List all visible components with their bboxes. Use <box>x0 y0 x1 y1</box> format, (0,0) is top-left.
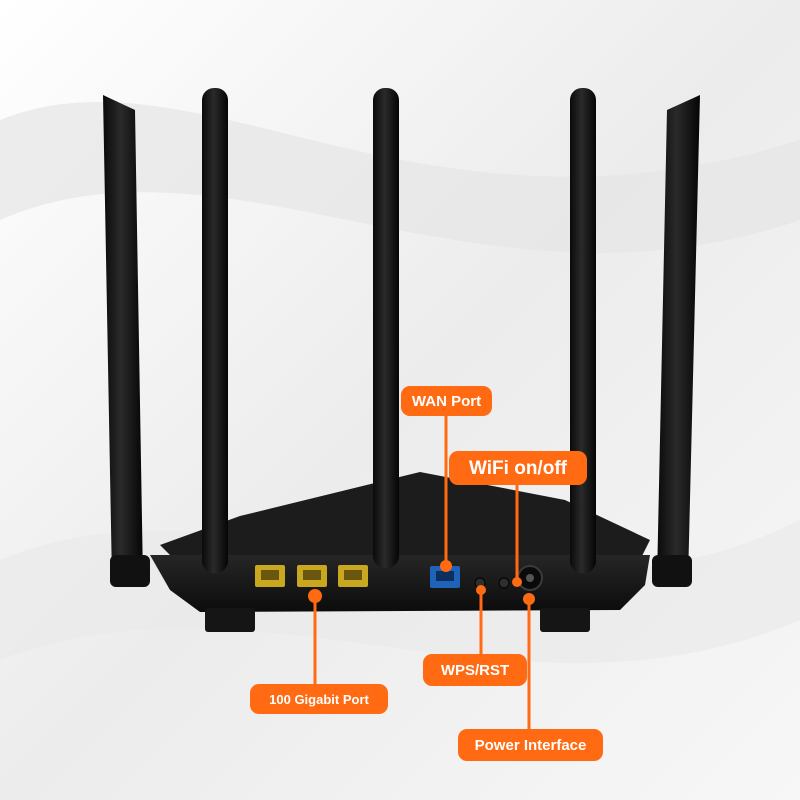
router-top-shell <box>160 472 650 560</box>
wifi-button-icon <box>498 577 510 589</box>
background-wave <box>0 102 800 253</box>
wps-rst-label: WPS/RST <box>423 654 527 686</box>
power-interface-label: Power Interface <box>458 729 603 761</box>
callout-dots <box>308 560 535 605</box>
lan-port-icon <box>338 565 368 587</box>
router-foot-right <box>540 608 590 632</box>
antenna-icon <box>202 88 228 573</box>
antenna-icon <box>570 88 596 573</box>
router-foot-left <box>205 608 255 632</box>
power-jack-pin <box>526 574 534 582</box>
antenna-icon <box>373 88 399 568</box>
antenna-icon <box>657 95 700 580</box>
wifi-toggle-label: WiFi on/off <box>449 451 587 485</box>
wan-port-label: WAN Port <box>401 386 492 416</box>
lan-port-icon <box>297 565 327 587</box>
antenna-icon <box>103 95 143 580</box>
antenna-hinge <box>110 555 150 587</box>
antenna-hinge <box>652 555 692 587</box>
gigabit-port-label: 100 Gigabit Port <box>250 684 388 714</box>
wan-port-icon <box>430 566 460 588</box>
lan-port-icon <box>255 565 285 587</box>
callout-connectors <box>313 416 531 729</box>
